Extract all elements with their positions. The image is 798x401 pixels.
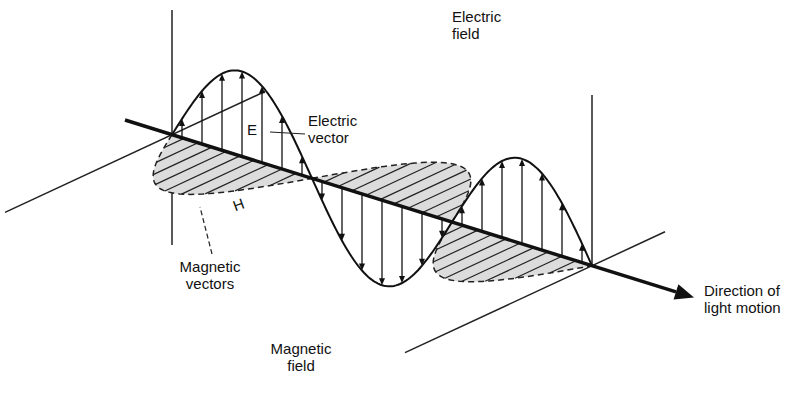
magnetic-vector [445, 243, 520, 278]
magnetic-lobe-fill [312, 162, 471, 222]
propagation-axis [125, 120, 676, 292]
electric-vector [261, 92, 262, 163]
electric-vector [521, 165, 522, 244]
frame-line [171, 10, 173, 245]
vector-label: Electric vector [308, 112, 370, 147]
field-label: Magnetic field [262, 340, 340, 375]
magnetic-vector [164, 138, 184, 147]
electric-wave [172, 70, 592, 286]
magnetic-vector [380, 165, 455, 200]
magnetic-vector [157, 143, 198, 162]
symbol-label: E [246, 121, 258, 138]
electric-vector [441, 219, 442, 232]
magnetic-vector [153, 147, 212, 175]
magnetic-wave-outline [433, 222, 592, 282]
electric-vector [541, 180, 542, 251]
electric-vector [361, 194, 362, 265]
electric-vector [401, 206, 402, 277]
magnetic-wave-outline [153, 135, 312, 195]
magnetic-vector [422, 191, 469, 213]
electric-vector [501, 167, 502, 238]
electric-vector [561, 209, 562, 256]
electric-vector [181, 125, 182, 138]
electric-vector [221, 80, 222, 151]
electric-vector [481, 184, 482, 231]
frame-line [591, 95, 593, 266]
electric-vector [321, 182, 322, 195]
magnetic-wave-outline [312, 162, 471, 222]
symbol-label: H [229, 194, 247, 215]
magnetic-vector [165, 156, 240, 191]
electric-vector [241, 78, 242, 157]
magnetic-vector [338, 167, 379, 186]
axis-arrowhead [674, 284, 694, 299]
electric-vector [281, 122, 282, 169]
electric-vector [461, 212, 462, 225]
magnetic-lobe-fill [433, 222, 592, 282]
vector-label: Magnetic vectors [168, 258, 252, 293]
leader-line [200, 207, 212, 254]
magnetic-lobe-fill [153, 135, 312, 195]
magnetic-vector [394, 170, 467, 204]
electric-vector [421, 213, 422, 260]
electric-vector [201, 97, 202, 144]
magnetic-vector [205, 165, 268, 194]
direction-label: Direction of light motion [704, 282, 792, 317]
electric-vector [581, 250, 582, 263]
magnetic-vector [437, 230, 478, 249]
electric-vector [381, 200, 382, 279]
electric-vector [341, 188, 342, 235]
electric-vector [301, 162, 302, 175]
leader-line [270, 132, 305, 134]
field-label: Electric field [452, 8, 514, 43]
